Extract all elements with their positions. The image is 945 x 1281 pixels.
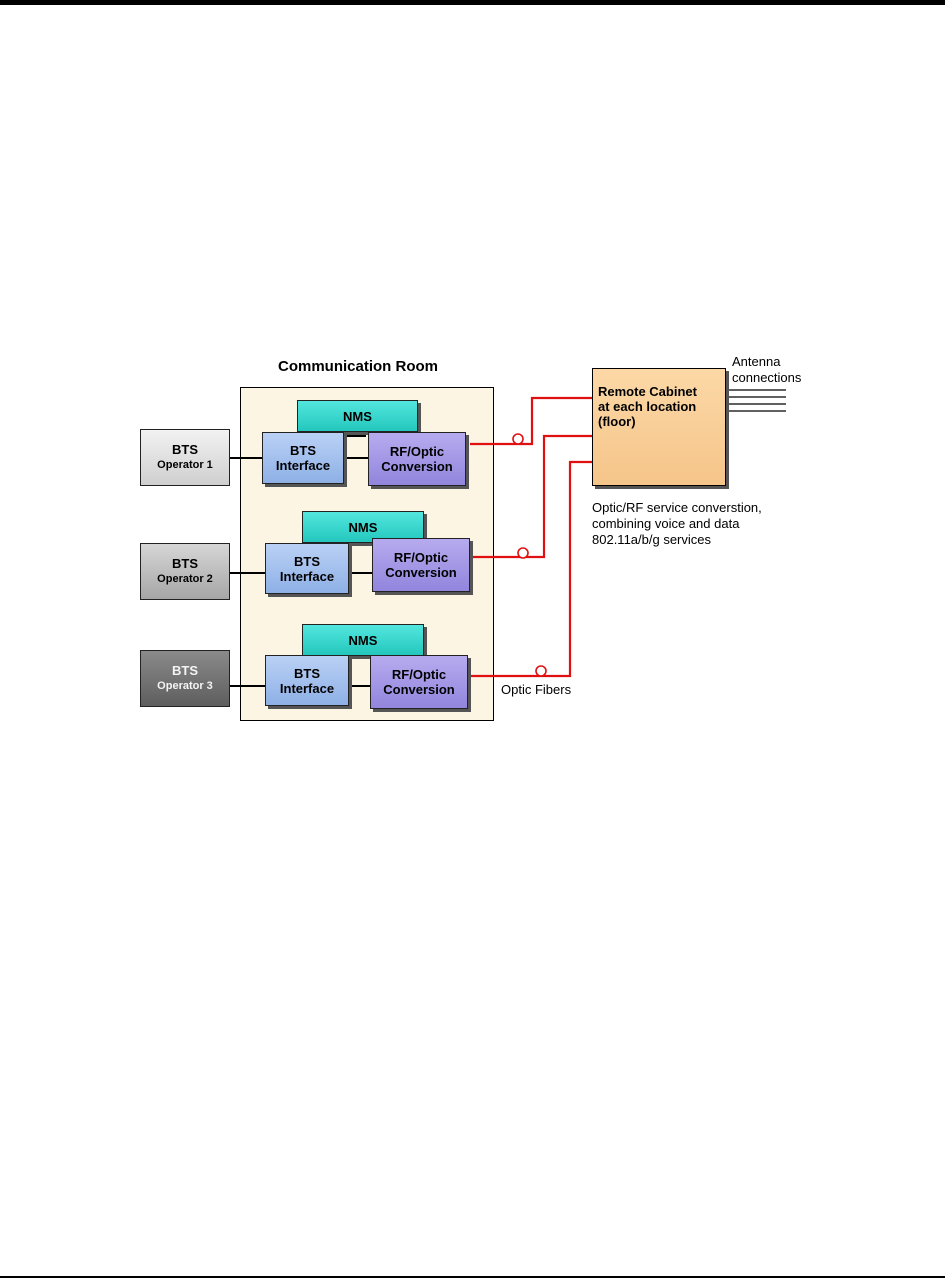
nms-box-3: NMS: [302, 624, 424, 656]
footer-rule: [0, 1276, 945, 1278]
fiber-coil-1: [512, 433, 524, 445]
bts-operator-1: BTS Operator 1: [140, 429, 230, 486]
fiber-coil-2: [517, 547, 529, 559]
antenna-label: Antenna connections: [732, 354, 801, 386]
bts-interface-2-line1: BTS: [293, 553, 320, 569]
bts-operator-2: BTS Operator 2: [140, 543, 230, 600]
nms-box-2: NMS: [302, 511, 424, 543]
antenna-label-line1: Antenna: [732, 354, 781, 369]
bts-operator-3-label: BTS: [171, 663, 198, 678]
remote-cabinet-line3: (floor): [598, 414, 636, 429]
header-rule: [0, 0, 945, 5]
rf-optic-conversion-3-line1: RF/Optic: [391, 667, 447, 682]
remote-cabinet-line2: at each location: [598, 399, 697, 414]
rf-optic-conversion-1-line1: RF/Optic: [389, 444, 445, 459]
bts-operator-3-sub: Operator 3: [157, 680, 213, 692]
cabinet-note-line3: 802.11a/b/g services: [592, 532, 711, 547]
rf-optic-conversion-2-line2: Conversion: [385, 565, 457, 580]
bts-operator-2-sub: Operator 2: [157, 573, 213, 585]
bts-interface-1-line2: Interface: [275, 458, 331, 473]
bts-operator-1-sub: Operator 1: [157, 459, 213, 471]
rf-optic-conversion-1-line2: Conversion: [381, 459, 453, 474]
nms-box-1: NMS: [297, 400, 418, 432]
room-title: Communication Room: [278, 358, 438, 375]
bts-operator-2-label: BTS: [171, 556, 198, 571]
antenna-label-line2: connections: [732, 370, 802, 385]
bts-operator-1-label: BTS: [171, 442, 198, 457]
cabinet-note: Optic/RF service converstion, combining …: [592, 500, 762, 548]
rf-optic-conversion-2-line1: RF/Optic: [393, 550, 449, 565]
rf-optic-conversion-3-line2: Conversion: [383, 682, 455, 697]
bts-interface-1-line1: BTS: [289, 443, 316, 458]
bts-interface-3-line2: Interface: [279, 680, 335, 696]
optic-fibers-label: Optic Fibers: [501, 682, 572, 697]
bts-interface-2-line2: Interface: [279, 568, 335, 584]
cabinet-note-line2: combining voice and data: [592, 516, 740, 531]
remote-cabinet-line1: Remote Cabinet: [598, 384, 697, 399]
fiber-coil-3: [535, 665, 547, 677]
cabinet-note-line1: Optic/RF service converstion,: [592, 500, 762, 515]
bts-operator-3: BTS Operator 3: [140, 650, 230, 707]
remote-cabinet: Remote Cabinet at each location (floor): [592, 368, 726, 486]
bts-interface-3-line1: BTS: [293, 665, 320, 681]
